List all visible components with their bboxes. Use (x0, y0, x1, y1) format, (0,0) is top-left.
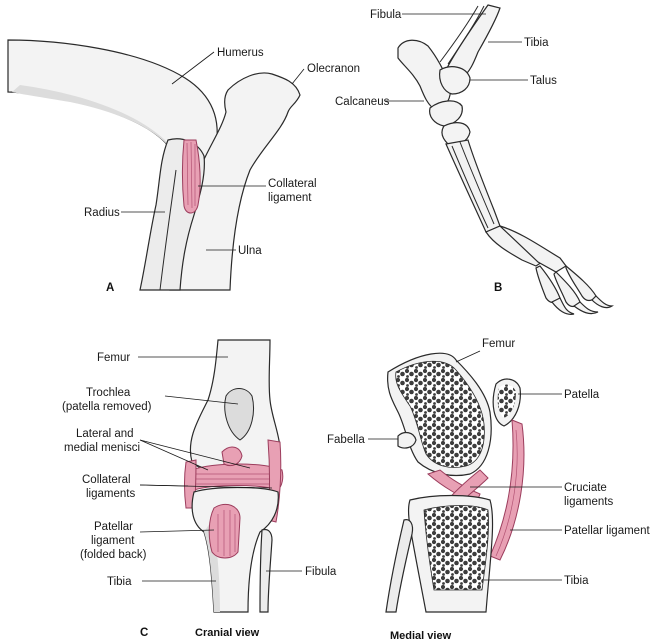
label-patellar-ligament: Patellar ligament (564, 525, 650, 537)
label-menisci-2: medial menisci (64, 442, 140, 454)
label-collateral-a2: ligament (268, 192, 312, 204)
label-calcaneus: Calcaneus (335, 96, 390, 108)
label-collateral-c1: Collateral (82, 474, 131, 486)
panel-letter-c: C (140, 627, 148, 639)
label-patellar-3: (folded back) (80, 549, 147, 561)
label-femur-medial: Femur (482, 338, 515, 350)
label-patellar-1: Patellar (94, 521, 133, 533)
label-ulna: Ulna (238, 245, 262, 257)
label-fibula-b: Fibula (370, 9, 402, 21)
label-fabella: Fabella (327, 434, 365, 446)
panel-c-stifle-cranial: Femur Trochlea (patella removed) Lateral… (62, 339, 337, 639)
label-collateral-a1: Collateral (268, 178, 317, 190)
panel-medial-view: Femur Patella Fabella Cruciate ligaments… (327, 338, 650, 642)
panel-letter-a: A (106, 282, 114, 294)
panel-a-elbow: Humerus Olecranon Collateral ligament Ra… (7, 39, 360, 294)
label-tibia-medial: Tibia (564, 575, 589, 587)
label-femur-c: Femur (97, 352, 130, 364)
label-menisci-1: Lateral and (76, 428, 134, 440)
caption-medial-view: Medial view (390, 630, 452, 642)
patellar-ligament-folded (208, 503, 241, 559)
fibula-bone-medial (385, 519, 414, 613)
patellar-ligament-medial (489, 419, 525, 561)
label-patellar-2: ligament (91, 535, 135, 547)
fabella-bone (397, 431, 417, 449)
fibula-bone-b (439, 5, 479, 63)
panel-b-hindpaw: Fibula Tibia Talus Calcaneus B (335, 4, 614, 315)
label-patella: Patella (564, 389, 600, 401)
panel-letter-b: B (494, 282, 502, 294)
label-trochlea-2: (patella removed) (62, 401, 152, 413)
talus-bone (439, 66, 471, 95)
label-tibia-b: Tibia (524, 37, 549, 49)
caption-cranial-view: Cranial view (195, 627, 260, 639)
label-olecranon: Olecranon (307, 63, 360, 75)
label-humerus: Humerus (217, 47, 264, 59)
label-tibia-c: Tibia (107, 576, 132, 588)
label-fibula-c: Fibula (305, 566, 337, 578)
label-collateral-c2: ligaments (86, 488, 135, 500)
label-cruciate-1: Cruciate (564, 482, 607, 494)
ulna-bone (169, 72, 301, 291)
label-radius: Radius (84, 207, 120, 219)
label-talus: Talus (530, 75, 557, 87)
label-trochlea-1: Trochlea (86, 387, 131, 399)
label-cruciate-2: ligaments (564, 496, 613, 508)
